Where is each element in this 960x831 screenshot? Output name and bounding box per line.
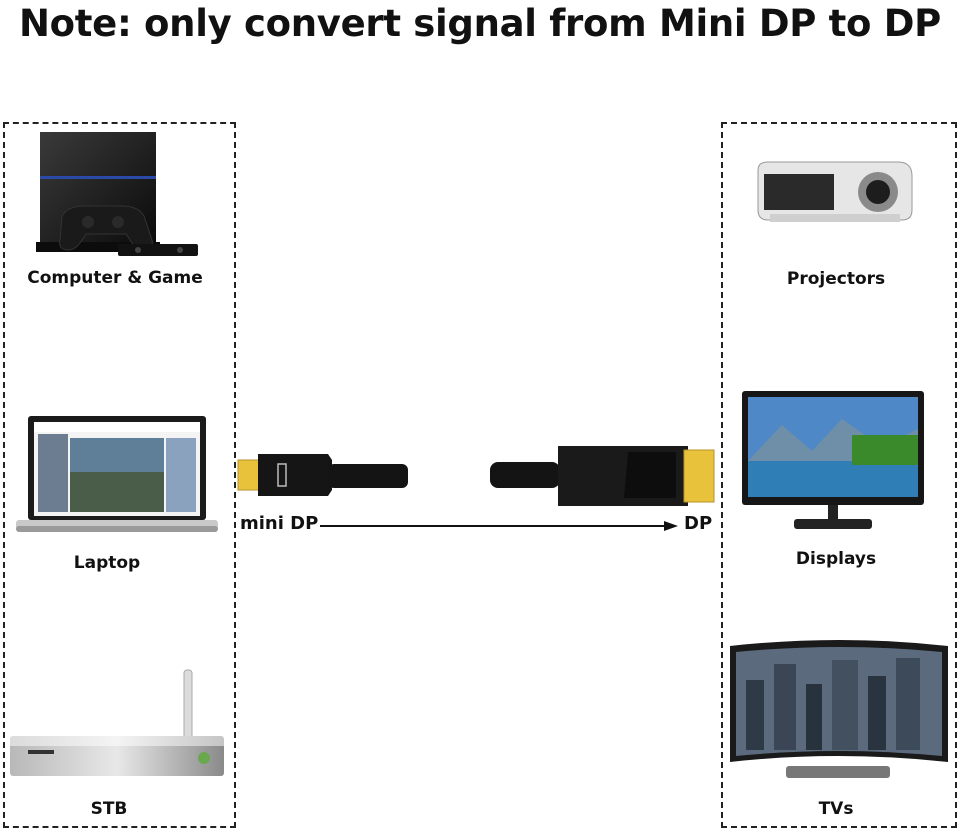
monitor-icon — [742, 391, 924, 533]
source-label: STB — [90, 799, 128, 819]
display-label: Displays — [795, 549, 877, 569]
game-console-icon — [34, 128, 206, 260]
tv-icon — [726, 640, 950, 782]
laptop-icon — [16, 414, 218, 536]
mini-dp-connector-icon — [237, 459, 261, 491]
direction-arrow-icon — [318, 518, 680, 534]
projector-icon — [752, 160, 916, 232]
source-devices-group — [3, 122, 236, 828]
source-label: Laptop — [73, 553, 141, 573]
dp-connector-icon — [683, 449, 715, 503]
source-label: Computer & Game — [27, 268, 203, 288]
dp-label: DP — [684, 513, 713, 534]
set-top-box-icon — [8, 668, 226, 780]
page-title: Note: only convert signal from Mini DP t… — [18, 2, 941, 45]
cable-diagram — [236, 432, 722, 514]
display-label: Projectors — [786, 269, 886, 289]
mini-dp-label: mini DP — [240, 513, 319, 534]
display-label: TVs — [818, 799, 854, 819]
display-devices-group — [721, 122, 957, 828]
